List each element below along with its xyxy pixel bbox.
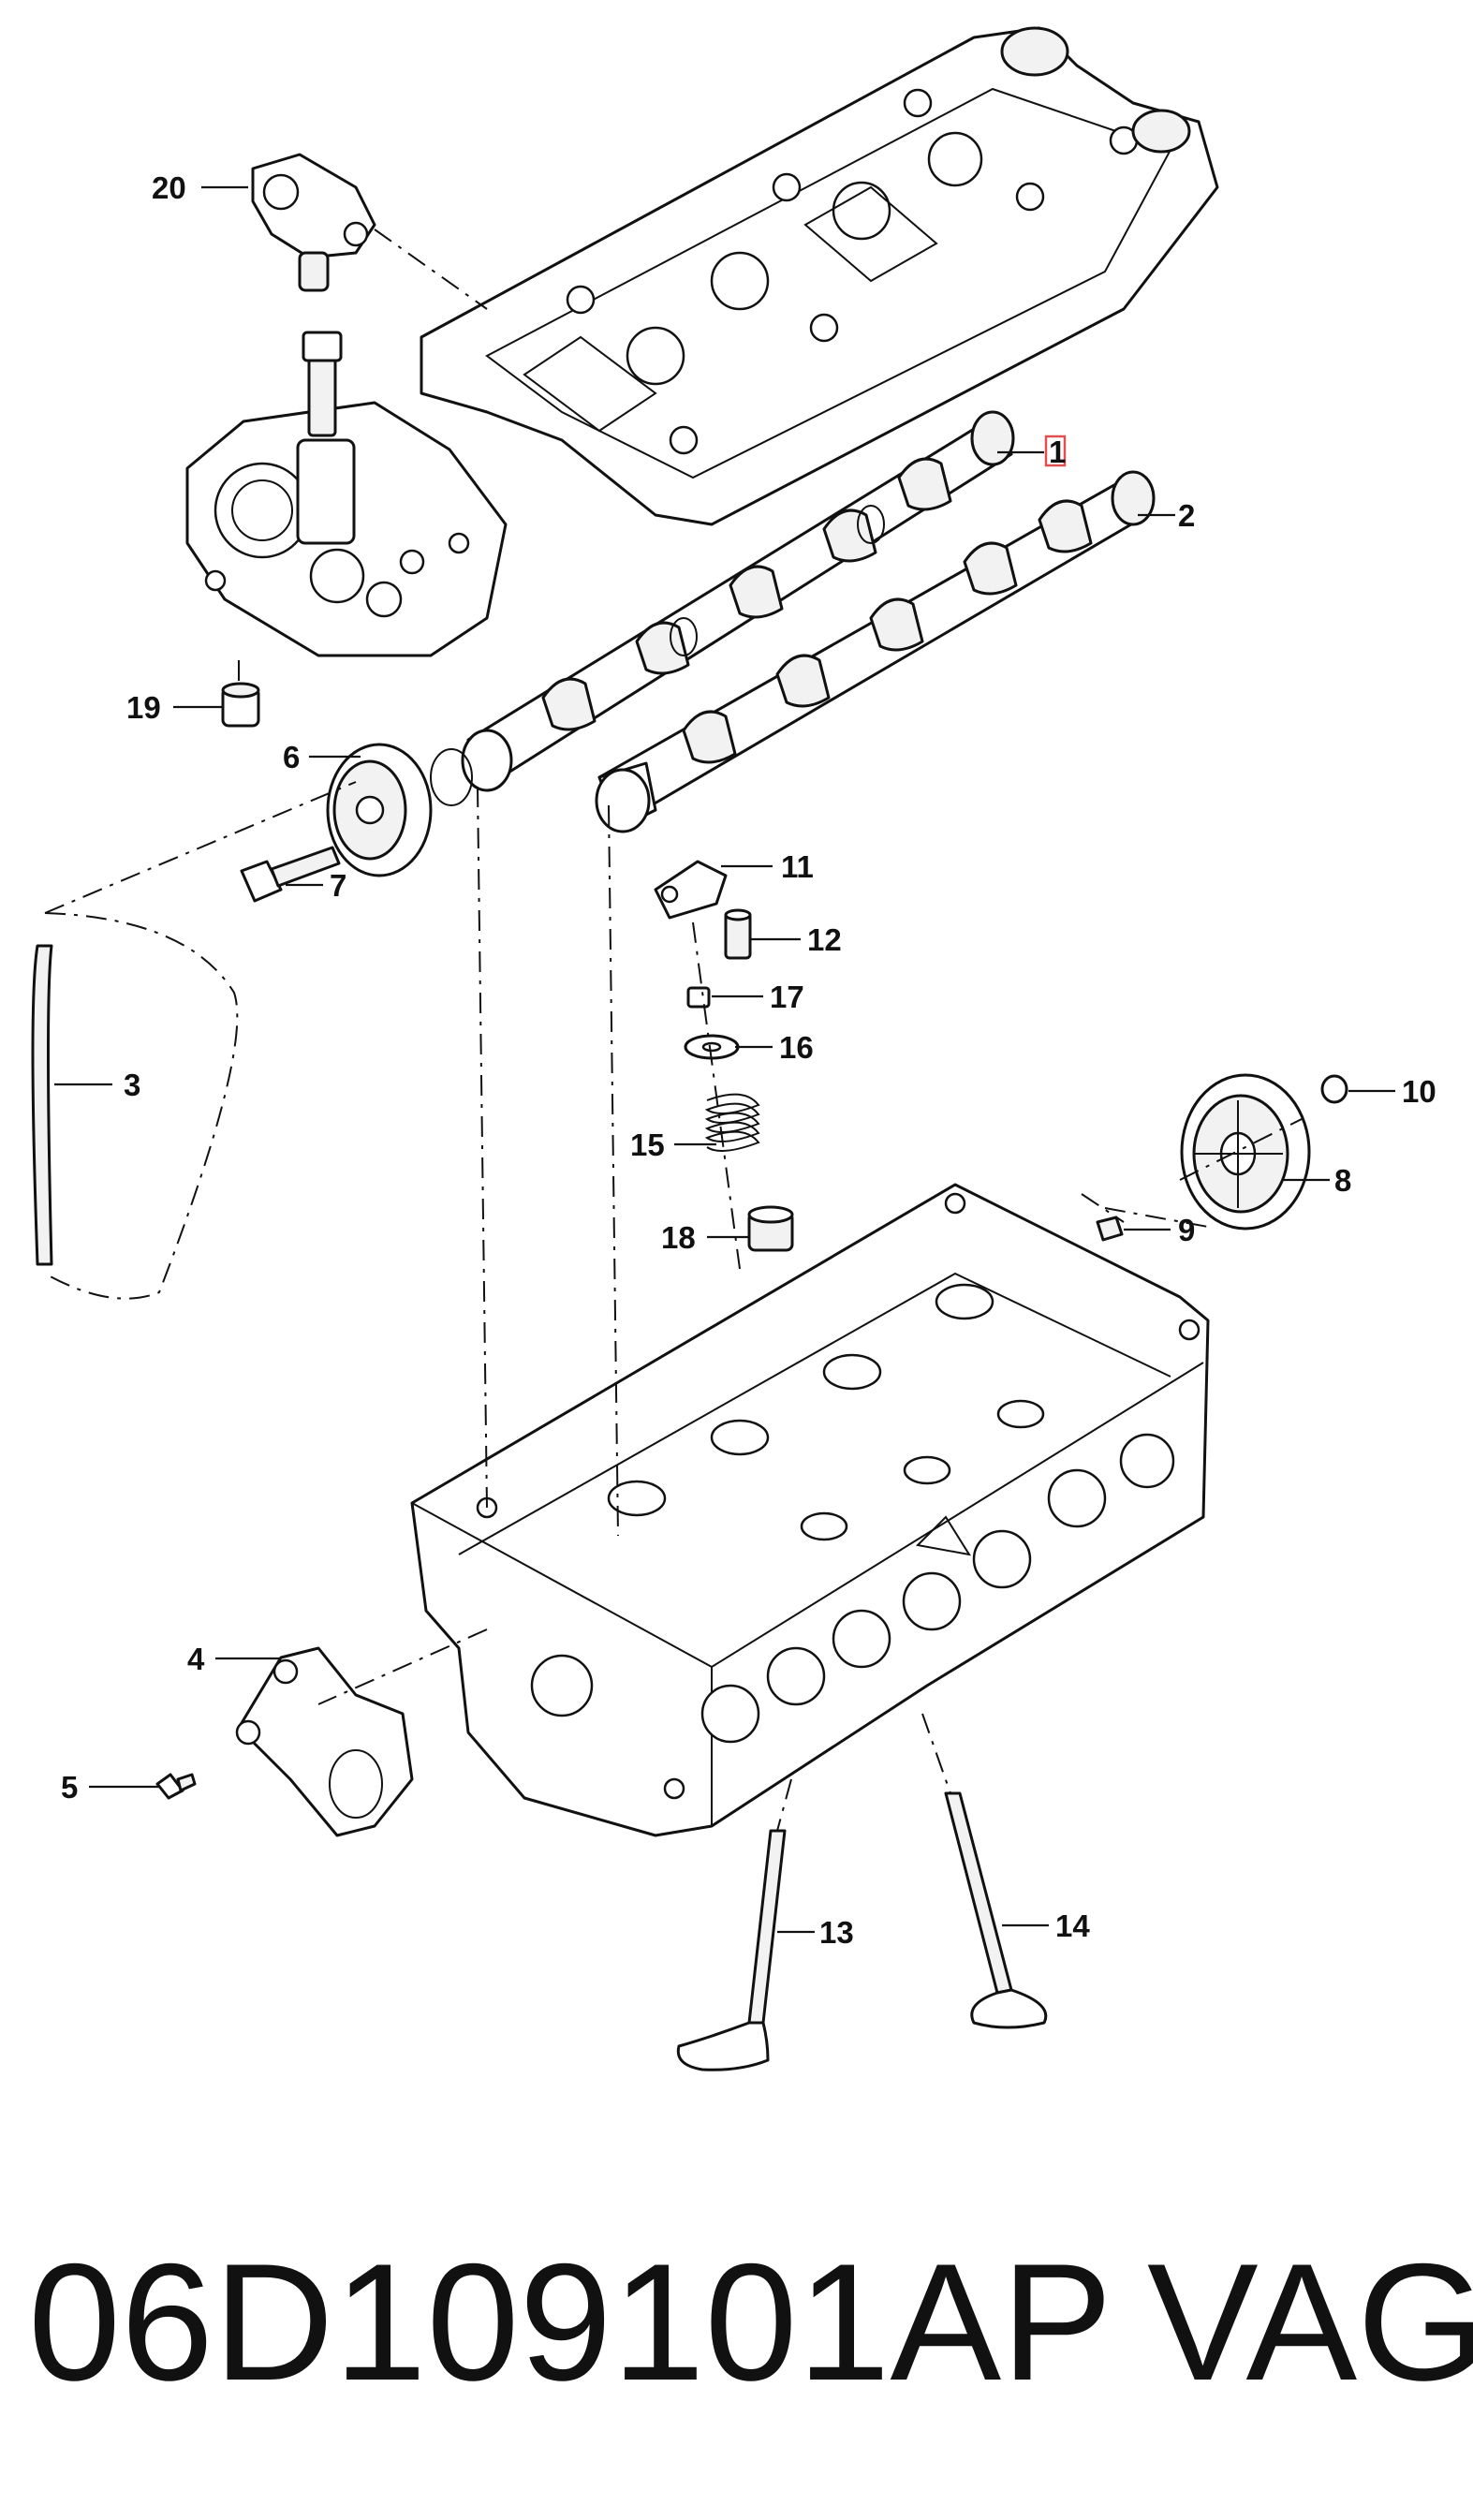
callout-1-highlight [1044,435,1067,467]
valve-14 [944,1791,1048,2029]
callout-20[interactable]: 20 [152,170,186,205]
cylinder-head [410,1183,1210,1837]
fuel-pump-20 [251,153,376,292]
camshaft-1 [461,410,1015,792]
valve-13 [676,1829,787,2071]
callout-8[interactable]: 8 [1334,1163,1351,1198]
callout-17[interactable]: 17 [770,980,804,1014]
callout-19[interactable]: 19 [126,690,161,725]
cylinder-head-cover [420,26,1219,526]
footer-caption: 06D109101AP VAG [28,2210,1473,2435]
callout-7[interactable]: 7 [330,868,346,903]
callout-16[interactable]: 16 [779,1030,814,1065]
timing-chain-3 [31,781,357,1300]
camshaft-adjuster-housing [185,331,508,657]
hydraulic-lifter-12 [724,908,752,960]
camshaft-2 [595,470,1156,833]
plug-19 [221,682,260,728]
callout-1[interactable]: 1 [1049,435,1066,469]
camshaft-gear-8 [1180,1073,1311,1231]
callout-15[interactable]: 15 [630,1127,665,1162]
valve-stem-seal-18 [747,1205,794,1252]
callout-labels: 1 2 3 4 5 6 7 8 9 10 11 12 13 14 15 16 1… [61,170,1436,1950]
key-9 [1096,1216,1124,1242]
chain-tensioner-4 [235,1646,414,1837]
callout-11[interactable]: 11 [781,849,814,884]
callout-leaders [54,185,1395,1934]
brand-name: VAG [1147,2229,1473,2415]
callout-13[interactable]: 13 [819,1915,854,1950]
callout-5[interactable]: 5 [61,1770,78,1805]
callout-6[interactable]: 6 [283,740,300,774]
bolt-5 [155,1773,197,1800]
camshaft-adjuster-6 [326,743,473,877]
part-number: 06D109101AP [28,2229,1112,2415]
rocker-arm-11 [654,860,728,920]
callout-14[interactable]: 14 [1055,1908,1090,1943]
callout-9[interactable]: 9 [1178,1213,1195,1247]
assembly-lines [238,228,1303,1832]
callout-12[interactable]: 12 [807,922,842,957]
valve-keeper-17 [686,986,711,1009]
bolt-7 [240,846,341,903]
callout-2[interactable]: 2 [1178,498,1195,533]
bolt-10 [1320,1074,1348,1104]
callout-4[interactable]: 4 [187,1642,205,1676]
callout-18[interactable]: 18 [661,1220,696,1255]
callout-10[interactable]: 10 [1402,1074,1436,1109]
callout-3[interactable]: 3 [124,1068,140,1102]
valve-spring-15 [704,1093,760,1152]
